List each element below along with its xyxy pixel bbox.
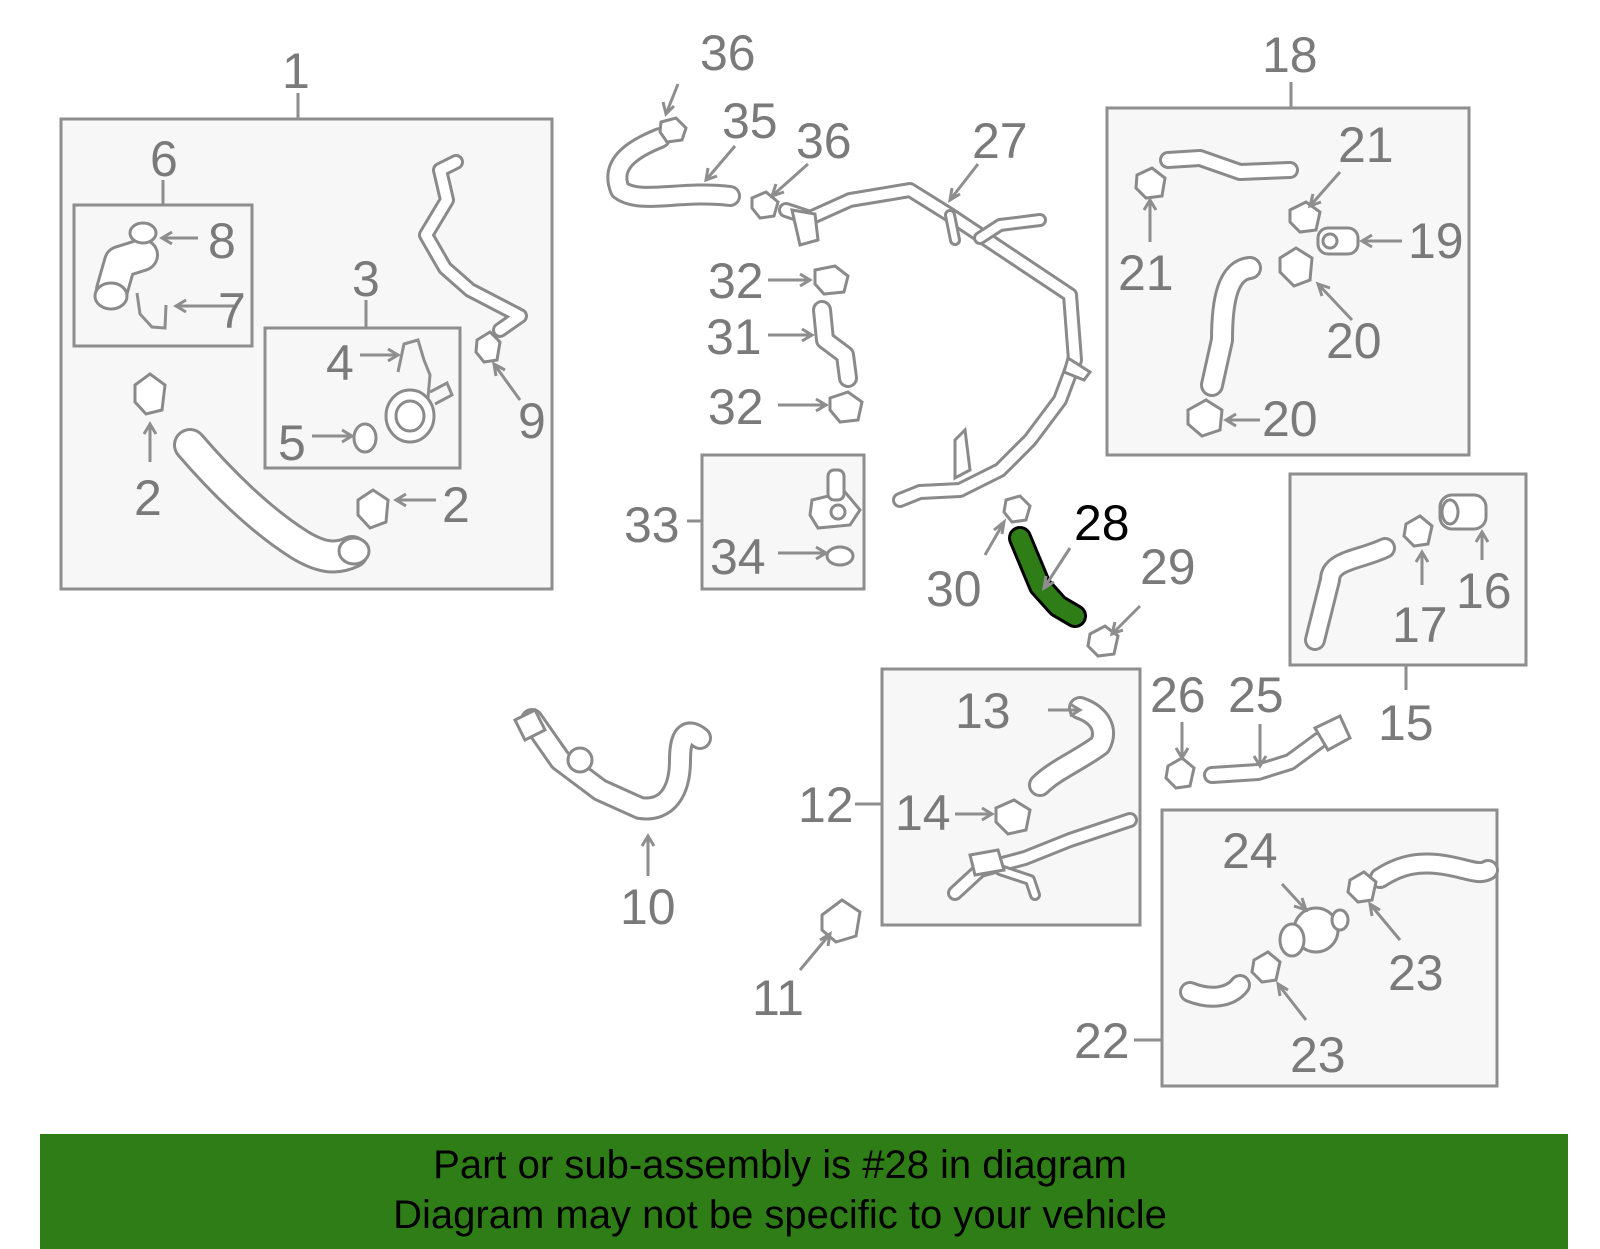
callout-30: 30	[926, 561, 982, 617]
clamp-17	[1402, 514, 1434, 548]
callout-20b: 20	[1262, 391, 1318, 447]
clamp-21a	[1134, 166, 1167, 200]
clamp-14	[994, 798, 1032, 836]
banner-line-part: Part or sub-assembly is #28 in diagram	[433, 1143, 1127, 1187]
callout-3: 3	[352, 251, 380, 307]
o-ring-34	[825, 545, 855, 567]
clamp-20a	[1278, 246, 1314, 288]
hose-31	[812, 300, 858, 388]
callout-35: 35	[722, 93, 778, 149]
hose-15	[1304, 537, 1396, 651]
callout-22: 22	[1074, 1013, 1130, 1069]
clamp-32b	[828, 390, 864, 424]
callout-20a: 20	[1326, 313, 1382, 369]
clamp-36b	[750, 190, 780, 220]
callout-23b: 23	[1290, 1027, 1346, 1083]
gasket-4	[396, 338, 432, 399]
callout-7: 7	[218, 283, 246, 339]
clamp-26	[1164, 756, 1196, 790]
callout-34: 34	[710, 529, 766, 585]
hose-13	[1028, 696, 1115, 797]
hose-25	[1203, 713, 1352, 784]
callout-9: 9	[518, 393, 546, 449]
hose-22-left	[1179, 974, 1251, 1008]
callout-11: 11	[752, 970, 804, 1026]
callout-18: 18	[1262, 27, 1318, 83]
gasket-7	[135, 292, 168, 330]
heater-hose-10	[512, 707, 712, 821]
callout-36b: 36	[796, 113, 852, 169]
callout-36a: 36	[700, 25, 756, 81]
callout-8: 8	[208, 213, 236, 269]
callout-33: 33	[624, 497, 680, 553]
clamp-32a	[813, 264, 850, 296]
water-outlet-33	[808, 468, 862, 530]
radiator-hose	[173, 428, 371, 574]
hose-22-right	[1369, 852, 1499, 889]
clamp-23a	[1346, 870, 1378, 904]
callout-21a: 21	[1118, 245, 1174, 301]
callout-17: 17	[1392, 597, 1448, 653]
clamp-23b	[1250, 950, 1282, 984]
hose-18-lower	[1200, 256, 1262, 397]
callout-12: 12	[798, 777, 854, 833]
elbow-fitting-6	[93, 238, 159, 311]
fitting-19	[1316, 226, 1360, 256]
callout-14: 14	[895, 785, 951, 841]
clamp-2b	[356, 488, 390, 530]
callout-25: 25	[1228, 667, 1284, 723]
o-ring-5	[352, 422, 378, 454]
callout-24: 24	[1222, 823, 1278, 879]
clamp-2a	[133, 372, 167, 416]
callout-5: 5	[278, 415, 306, 471]
callout-29: 29	[1140, 539, 1196, 595]
bypass-pipe	[418, 154, 528, 338]
callout-32b: 32	[708, 379, 764, 435]
callout-13: 13	[955, 683, 1011, 739]
coolant-pipe-12	[947, 812, 1138, 901]
callout-6: 6	[150, 131, 178, 187]
clamp-21b	[1288, 200, 1322, 234]
callout-31: 31	[706, 309, 762, 365]
callout-32a: 32	[708, 253, 764, 309]
hose-28-highlighted	[1008, 526, 1087, 628]
callout-1: 1	[282, 43, 310, 99]
callout-21b: 21	[1338, 117, 1394, 173]
coolant-pipe-27	[778, 182, 1093, 508]
callout-4: 4	[326, 335, 354, 391]
hose-18-upper	[1159, 149, 1299, 181]
callout-16: 16	[1456, 563, 1512, 619]
clamp-29	[1086, 624, 1120, 658]
connector-24	[1278, 906, 1350, 958]
callout-27: 27	[972, 113, 1028, 169]
callout-2a: 2	[134, 470, 162, 526]
callout-10: 10	[620, 879, 676, 935]
callout-28: 28	[1074, 495, 1130, 551]
hose-35	[606, 127, 741, 208]
callout-15: 15	[1378, 695, 1434, 751]
fitting-16	[1438, 493, 1488, 531]
callout-23a: 23	[1388, 945, 1444, 1001]
callout-19: 19	[1408, 213, 1464, 269]
clamp-30	[1002, 494, 1032, 524]
o-ring-8	[128, 221, 158, 245]
info-banner: Part or sub-assembly is #28 in diagram D…	[40, 1134, 1568, 1249]
clamp-20b	[1186, 398, 1224, 438]
clamp-36a	[658, 116, 688, 144]
callout-26: 26	[1150, 667, 1206, 723]
thermostat-housing	[384, 380, 454, 444]
clamp-9	[474, 330, 502, 364]
banner-line-disclaimer: Diagram may not be specific to your vehi…	[393, 1193, 1167, 1237]
callout-2b: 2	[442, 477, 470, 533]
